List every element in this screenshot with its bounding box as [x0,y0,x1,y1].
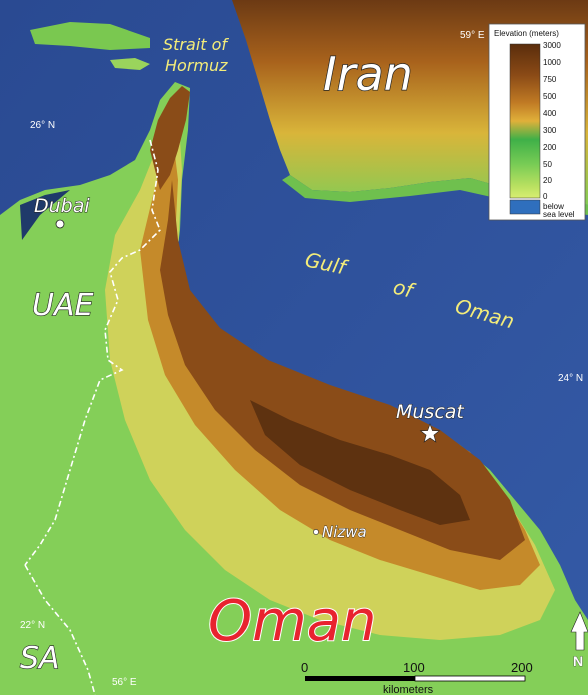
legend-tick-300: 300 [543,126,557,135]
label-sa: SA [20,641,60,676]
lat-label-26: 26° N [30,120,55,131]
scale-tick-0: 0 [301,660,308,675]
scale-unit: kilometers [383,684,434,695]
nizwa-marker [313,529,319,535]
dubai-marker [55,219,65,229]
legend-tick-0: 0 [543,192,548,201]
legend-tick-400: 400 [543,109,557,118]
label-strait-line1: Strait of [163,35,229,54]
label-nizwa: Nizwa [322,523,367,541]
label-oman: Oman [208,589,376,654]
label-muscat: Muscat [396,401,465,423]
north-label: N [573,653,583,669]
dubai-coast [20,190,70,240]
label-dubai: Dubai [34,195,90,217]
scale-bar: 0 100 200 kilometers [301,660,533,695]
label-strait-line2: Hormuz [165,56,228,75]
hajar-mountains-core [160,180,525,560]
border-oman-sa [24,564,96,695]
label-iran: Iran [323,47,413,101]
legend-tick-750: 750 [543,75,557,84]
scale-tick-200: 200 [511,660,533,675]
legend-tick-3000: 3000 [543,41,561,50]
legend-tick-200: 200 [543,143,557,152]
lon-label-56: 56° E [112,677,137,688]
muscat-star-icon [419,423,441,443]
legend-below-line2: sea level [543,210,575,219]
island-north-west [30,22,150,50]
legend-color-ramp [509,43,541,199]
border-uae-oman [24,139,161,566]
legend-below-line1: below [543,202,564,211]
legend-below-sea-swatch [509,199,541,215]
label-uae: UAE [32,288,93,323]
scale-tick-100: 100 [403,660,425,675]
lat-label-24: 24° N [558,373,583,384]
hajar-mountains-peaks [250,400,470,525]
legend-title: Elevation (meters) [494,29,559,38]
elevation-legend: Elevation (meters) 3000 1000 750 500 400… [488,23,586,221]
legend-tick-1000: 1000 [543,58,561,67]
legend-tick-500: 500 [543,92,557,101]
island-north-west-2 [110,58,150,70]
north-arrow-icon: N [570,611,588,669]
lat-label-22: 22° N [20,620,45,631]
lon-label-59: 59° E [460,30,485,41]
legend-tick-50: 50 [543,160,552,169]
legend-tick-20: 20 [543,176,552,185]
musandam-peninsula [150,86,190,190]
